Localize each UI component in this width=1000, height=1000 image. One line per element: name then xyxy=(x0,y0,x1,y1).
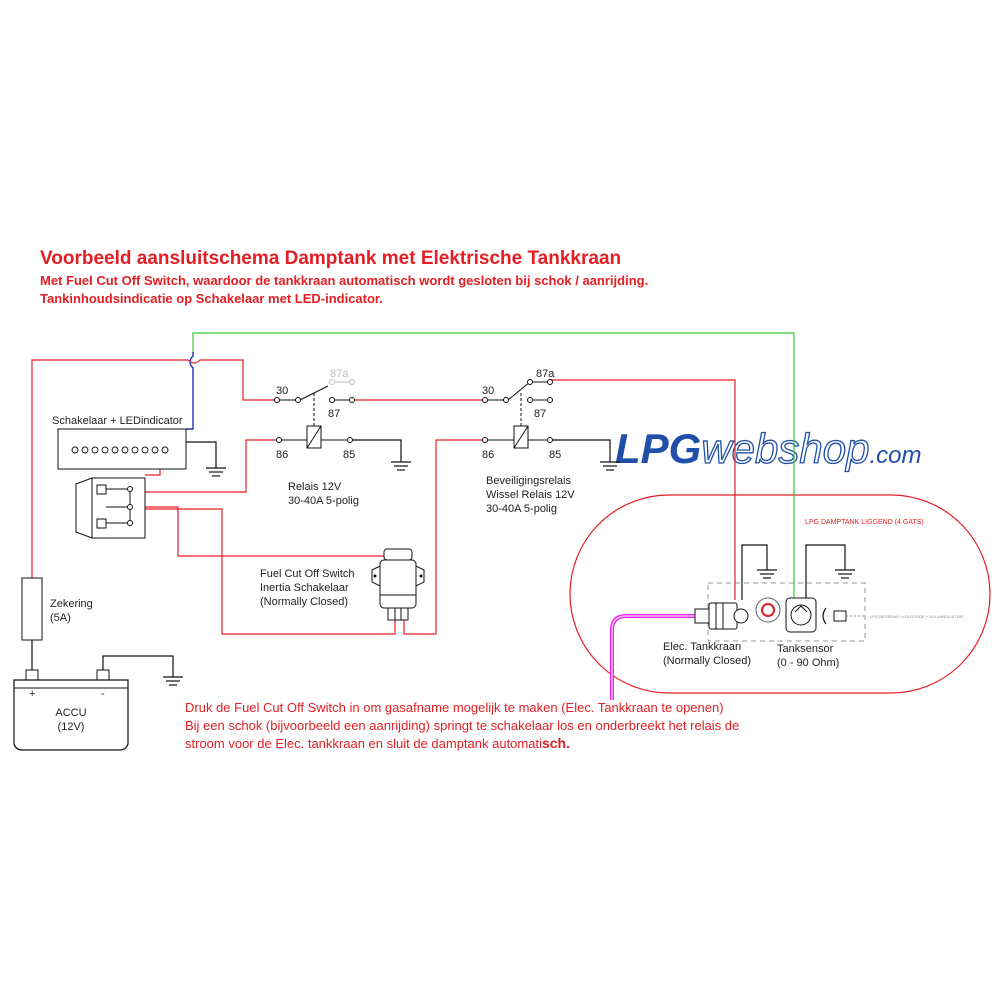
ground-symbol xyxy=(206,467,226,477)
logo-domain: .com xyxy=(869,442,921,469)
battery-voltage: (12V) xyxy=(58,721,85,733)
fuel-cut-type: Inertia Schakelaar xyxy=(260,582,349,594)
led-row xyxy=(71,446,169,454)
battery-plus: + xyxy=(29,688,35,700)
relay-2-label: Beveiligingsrelais xyxy=(486,475,571,487)
red-wiring xyxy=(31,359,736,635)
note-line-1: Druk de Fuel Cut Off Switch in om gasafn… xyxy=(185,700,724,715)
tank-sensor-range: (0 - 90 Ohm) xyxy=(777,657,839,669)
lpgwebshop-logo: LPGwebshop.com xyxy=(615,424,921,472)
note-line-3-end: sch. xyxy=(542,735,570,751)
elec-tank-valve xyxy=(694,602,749,630)
relay-2-pin-85: 85 xyxy=(549,449,561,461)
tank-sensor-label: Tanksensor xyxy=(777,643,834,655)
logo-webshop: webshop xyxy=(701,425,869,472)
relay-1-rating: 30-40A 5-polig xyxy=(288,495,359,507)
fuel-cut-off-switch xyxy=(371,548,425,621)
relay-1-pin-87a: 87a xyxy=(330,368,349,380)
wire-blue-indicator xyxy=(186,352,194,430)
relay-2-rating: 30-40A 5-polig xyxy=(486,503,557,515)
switch-led-label: Schakelaar + LEDindicator xyxy=(52,415,183,427)
battery xyxy=(13,669,129,751)
black-wiring xyxy=(31,439,846,677)
note-line-3-main: stroom voor de Elec. tankkraan en sluit … xyxy=(185,736,542,751)
relay-2-pin-30: 30 xyxy=(482,385,494,397)
page-subtitle-2: Tankinhoudsindicatie op Schakelaar met L… xyxy=(40,291,383,306)
tank-connector-note: LPG BEGRENS / VOLGORDE + VULAANSLUITING xyxy=(870,614,964,619)
logo-lpg: LPG xyxy=(615,425,701,472)
relay-1-pin-85: 85 xyxy=(343,449,355,461)
relay-2-pin-87: 87 xyxy=(534,408,546,420)
note-line-3: stroom voor de Elec. tankkraan en sluit … xyxy=(185,735,570,751)
relay-2-pin-87a: 87a xyxy=(536,368,555,380)
tank-sensor xyxy=(785,597,817,633)
tank-filler-port xyxy=(755,597,781,623)
fuel-cut-label: Fuel Cut Off Switch xyxy=(260,568,355,580)
svg-text:LPGwebshop.com: LPGwebshop.com xyxy=(615,425,921,472)
relay-1-pin-87: 87 xyxy=(328,408,340,420)
tank-connector xyxy=(822,607,866,625)
relay-1-pin-86: 86 xyxy=(276,449,288,461)
battery-label: ACCU xyxy=(55,707,86,719)
relay-2 xyxy=(482,379,553,449)
tank-title: LPG DAMPTANK LIGGEND (4 GATS) xyxy=(805,519,924,526)
relay-2-pin-86: 86 xyxy=(482,449,494,461)
ground-symbol xyxy=(600,461,620,471)
relay-1-label: Relais 12V xyxy=(288,481,342,493)
note-line-2: Bij een schok (bijvoorbeeld een aanrijdi… xyxy=(185,718,739,733)
fuel-cut-state: (Normally Closed) xyxy=(260,596,348,608)
ground-symbol xyxy=(163,676,183,686)
fuse-label: Zekering xyxy=(50,598,93,610)
fuse-rating: (5A) xyxy=(50,612,71,624)
ground-symbol xyxy=(391,461,411,471)
rocker-switch xyxy=(75,477,146,539)
tank-valve-state: (Normally Closed) xyxy=(663,655,751,667)
page-subtitle-1: Met Fuel Cut Off Switch, waardoor de tan… xyxy=(40,273,648,288)
wire-green-sensor xyxy=(192,332,795,600)
relay-1-pin-30: 30 xyxy=(276,385,288,397)
relay-1 xyxy=(274,379,355,449)
relay-2-type: Wissel Relais 12V xyxy=(486,489,575,501)
fuse xyxy=(21,577,43,641)
page-title: Voorbeeld aansluitschema Damptank met El… xyxy=(40,248,621,269)
ground-symbol xyxy=(757,569,777,579)
ground-symbol xyxy=(835,569,855,579)
battery-minus: - xyxy=(101,688,105,700)
tank-valve-label: Elec. Tankkraan xyxy=(663,641,741,653)
lpg-tank-outline xyxy=(569,494,991,694)
